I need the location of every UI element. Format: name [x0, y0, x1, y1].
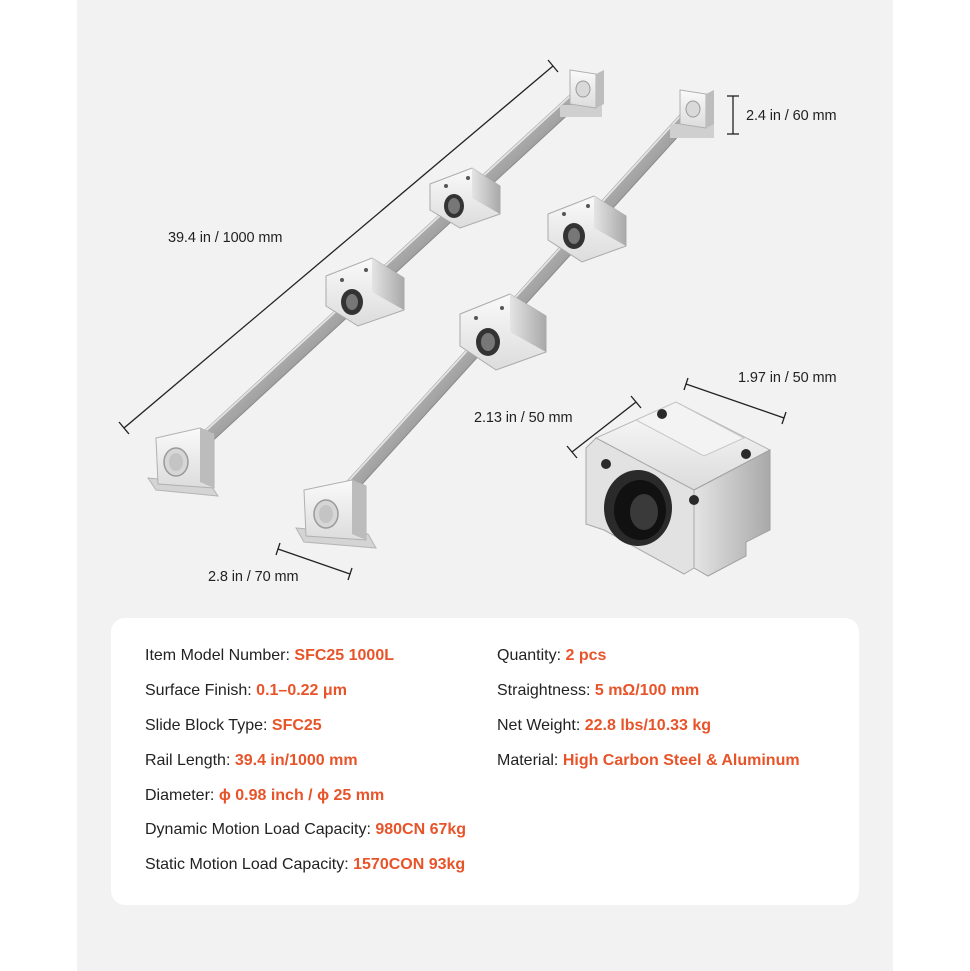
spec-static-load-label: Static Motion Load Capacity:: [145, 856, 349, 873]
block-width-label: 1.97 in / 50 mm: [738, 370, 837, 386]
rail-1-slide-block-lower: [325, 257, 405, 327]
spec-quantity-value: 2 pcs: [565, 647, 607, 664]
dimension-line-support-height: [727, 95, 739, 135]
spec-model-label: Item Model Number:: [145, 647, 290, 664]
rail-2-top-support: [670, 89, 714, 138]
spec-block-type: Slide Block Type: SFC25: [145, 717, 322, 735]
spec-model: Item Model Number: SFC25 1000L: [145, 647, 394, 665]
spec-block-type-value: SFC25: [271, 717, 322, 734]
spec-material-label: Material:: [497, 752, 559, 769]
spec-rail-length-label: Rail Length:: [145, 752, 231, 769]
spec-rail-length: Rail Length: 39.4 in/1000 mm: [145, 752, 358, 770]
dimension-line-support-width: [275, 542, 353, 581]
spec-diameter-label: Diameter:: [145, 787, 215, 804]
rail-2-bottom-support: [295, 479, 377, 549]
spec-static-load-value: 1570CON 93kg: [353, 856, 466, 873]
spec-card: [111, 618, 859, 905]
spec-model-value: SFC25 1000L: [294, 647, 394, 664]
support-height-label: 2.4 in / 60 mm: [746, 108, 837, 124]
spec-block-type-label: Slide Block Type:: [145, 717, 268, 734]
spec-dynamic-load: Dynamic Motion Load Capacity: 980CN 67kg: [145, 821, 466, 839]
rail-length-label: 39.4 in / 1000 mm: [168, 230, 283, 246]
spec-material-value: High Carbon Steel & Aluminum: [562, 752, 800, 769]
dimension-line-block-length: [566, 395, 642, 459]
support-width-label: 2.8 in / 70 mm: [208, 569, 299, 585]
slide-block-closeup: [585, 401, 772, 577]
rail-1-bottom-support: [146, 427, 220, 497]
dimension-line-block-width: [683, 377, 787, 425]
spec-diameter: Diameter: ϕ 0.98 inch / ϕ 25 mm: [145, 787, 384, 805]
spec-static-load: Static Motion Load Capacity: 1570CON 93k…: [145, 856, 465, 874]
rail-2-slide-block-lower: [459, 293, 547, 371]
spec-diameter-value: ϕ 0.98 inch / ϕ 25 mm: [218, 787, 385, 804]
rail-1-slide-block-upper: [429, 167, 501, 229]
spec-straightness-label: Straightness:: [497, 682, 591, 699]
spec-surface-value: 0.1–0.22 μm: [256, 682, 347, 699]
spec-weight-value: 22.8 lbs/10.33 kg: [584, 717, 712, 734]
block-length-label: 2.13 in / 50 mm: [474, 410, 573, 426]
dimension-line-rail-length: [118, 59, 559, 435]
product-illustration: [118, 59, 787, 581]
spec-weight-label: Net Weight:: [497, 717, 581, 734]
spec-material: Material: High Carbon Steel & Aluminum: [497, 752, 800, 770]
spec-dynamic-load-label: Dynamic Motion Load Capacity:: [145, 821, 371, 838]
spec-surface: Surface Finish: 0.1–0.22 μm: [145, 682, 347, 700]
spec-dynamic-load-value: 980CN 67kg: [375, 821, 467, 838]
spec-quantity-label: Quantity:: [497, 647, 562, 664]
rail-1-top-support: [560, 69, 604, 117]
spec-surface-label: Surface Finish:: [145, 682, 252, 699]
spec-rail-length-value: 39.4 in/1000 mm: [234, 752, 358, 769]
spec-weight: Net Weight: 22.8 lbs/10.33 kg: [497, 717, 711, 735]
spec-straightness-value: 5 mΩ/100 mm: [594, 682, 700, 699]
spec-quantity: Quantity: 2 pcs: [497, 647, 606, 665]
rail-2-slide-block-upper: [547, 195, 627, 263]
spec-straightness: Straightness: 5 mΩ/100 mm: [497, 682, 699, 700]
